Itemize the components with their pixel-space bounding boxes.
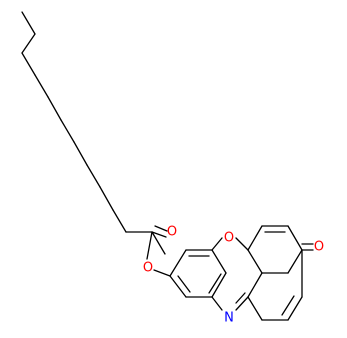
ring-bond xyxy=(211,296,223,311)
alkyl-chain xyxy=(21,11,166,255)
chain-bond xyxy=(60,119,75,143)
ring-bond xyxy=(247,296,263,321)
ring-bond xyxy=(235,292,246,304)
ring-bond xyxy=(235,237,249,251)
ring-bond xyxy=(169,275,187,298)
ring-bond xyxy=(247,249,263,274)
chain-bond xyxy=(86,164,101,188)
chain-bond xyxy=(21,52,36,76)
ring-bond xyxy=(247,272,263,298)
ester-bond xyxy=(153,269,171,277)
ester-bridge-oxygen-label: O xyxy=(143,261,153,276)
ring-bond xyxy=(169,249,187,277)
chain-bond xyxy=(21,11,36,35)
ring-bond xyxy=(247,225,263,251)
ring-bond xyxy=(211,237,223,251)
ester-bond xyxy=(146,231,153,260)
ring-oxygen-label: O xyxy=(224,231,234,246)
chain-bond xyxy=(47,96,62,121)
chain-bond xyxy=(151,231,166,255)
ring-bond xyxy=(211,249,227,274)
ring-bond xyxy=(281,295,295,316)
ring-bond xyxy=(287,249,303,274)
ring-bond xyxy=(235,296,249,311)
chain-bond xyxy=(73,141,88,166)
chain-bond xyxy=(21,33,36,54)
ester-group xyxy=(146,225,171,277)
ketone-oxygen-label: O xyxy=(314,240,324,255)
carbonyl-double-bond xyxy=(151,231,167,238)
ring-bond xyxy=(211,272,227,298)
ring-bond xyxy=(287,296,303,321)
ring-bond xyxy=(287,225,303,251)
chain-bond xyxy=(99,186,114,211)
chain-bond xyxy=(34,74,49,98)
ring-bond xyxy=(208,273,222,294)
phenoxazinone-core xyxy=(169,225,314,321)
carbonyl-double-bond xyxy=(154,225,168,232)
atom-labels: O O O N O xyxy=(143,225,324,326)
ester-carbonyl-oxygen-label: O xyxy=(167,225,177,240)
chain-bond xyxy=(112,209,127,233)
ring-bond xyxy=(177,275,191,293)
ring-nitrogen-label: N xyxy=(224,311,234,326)
